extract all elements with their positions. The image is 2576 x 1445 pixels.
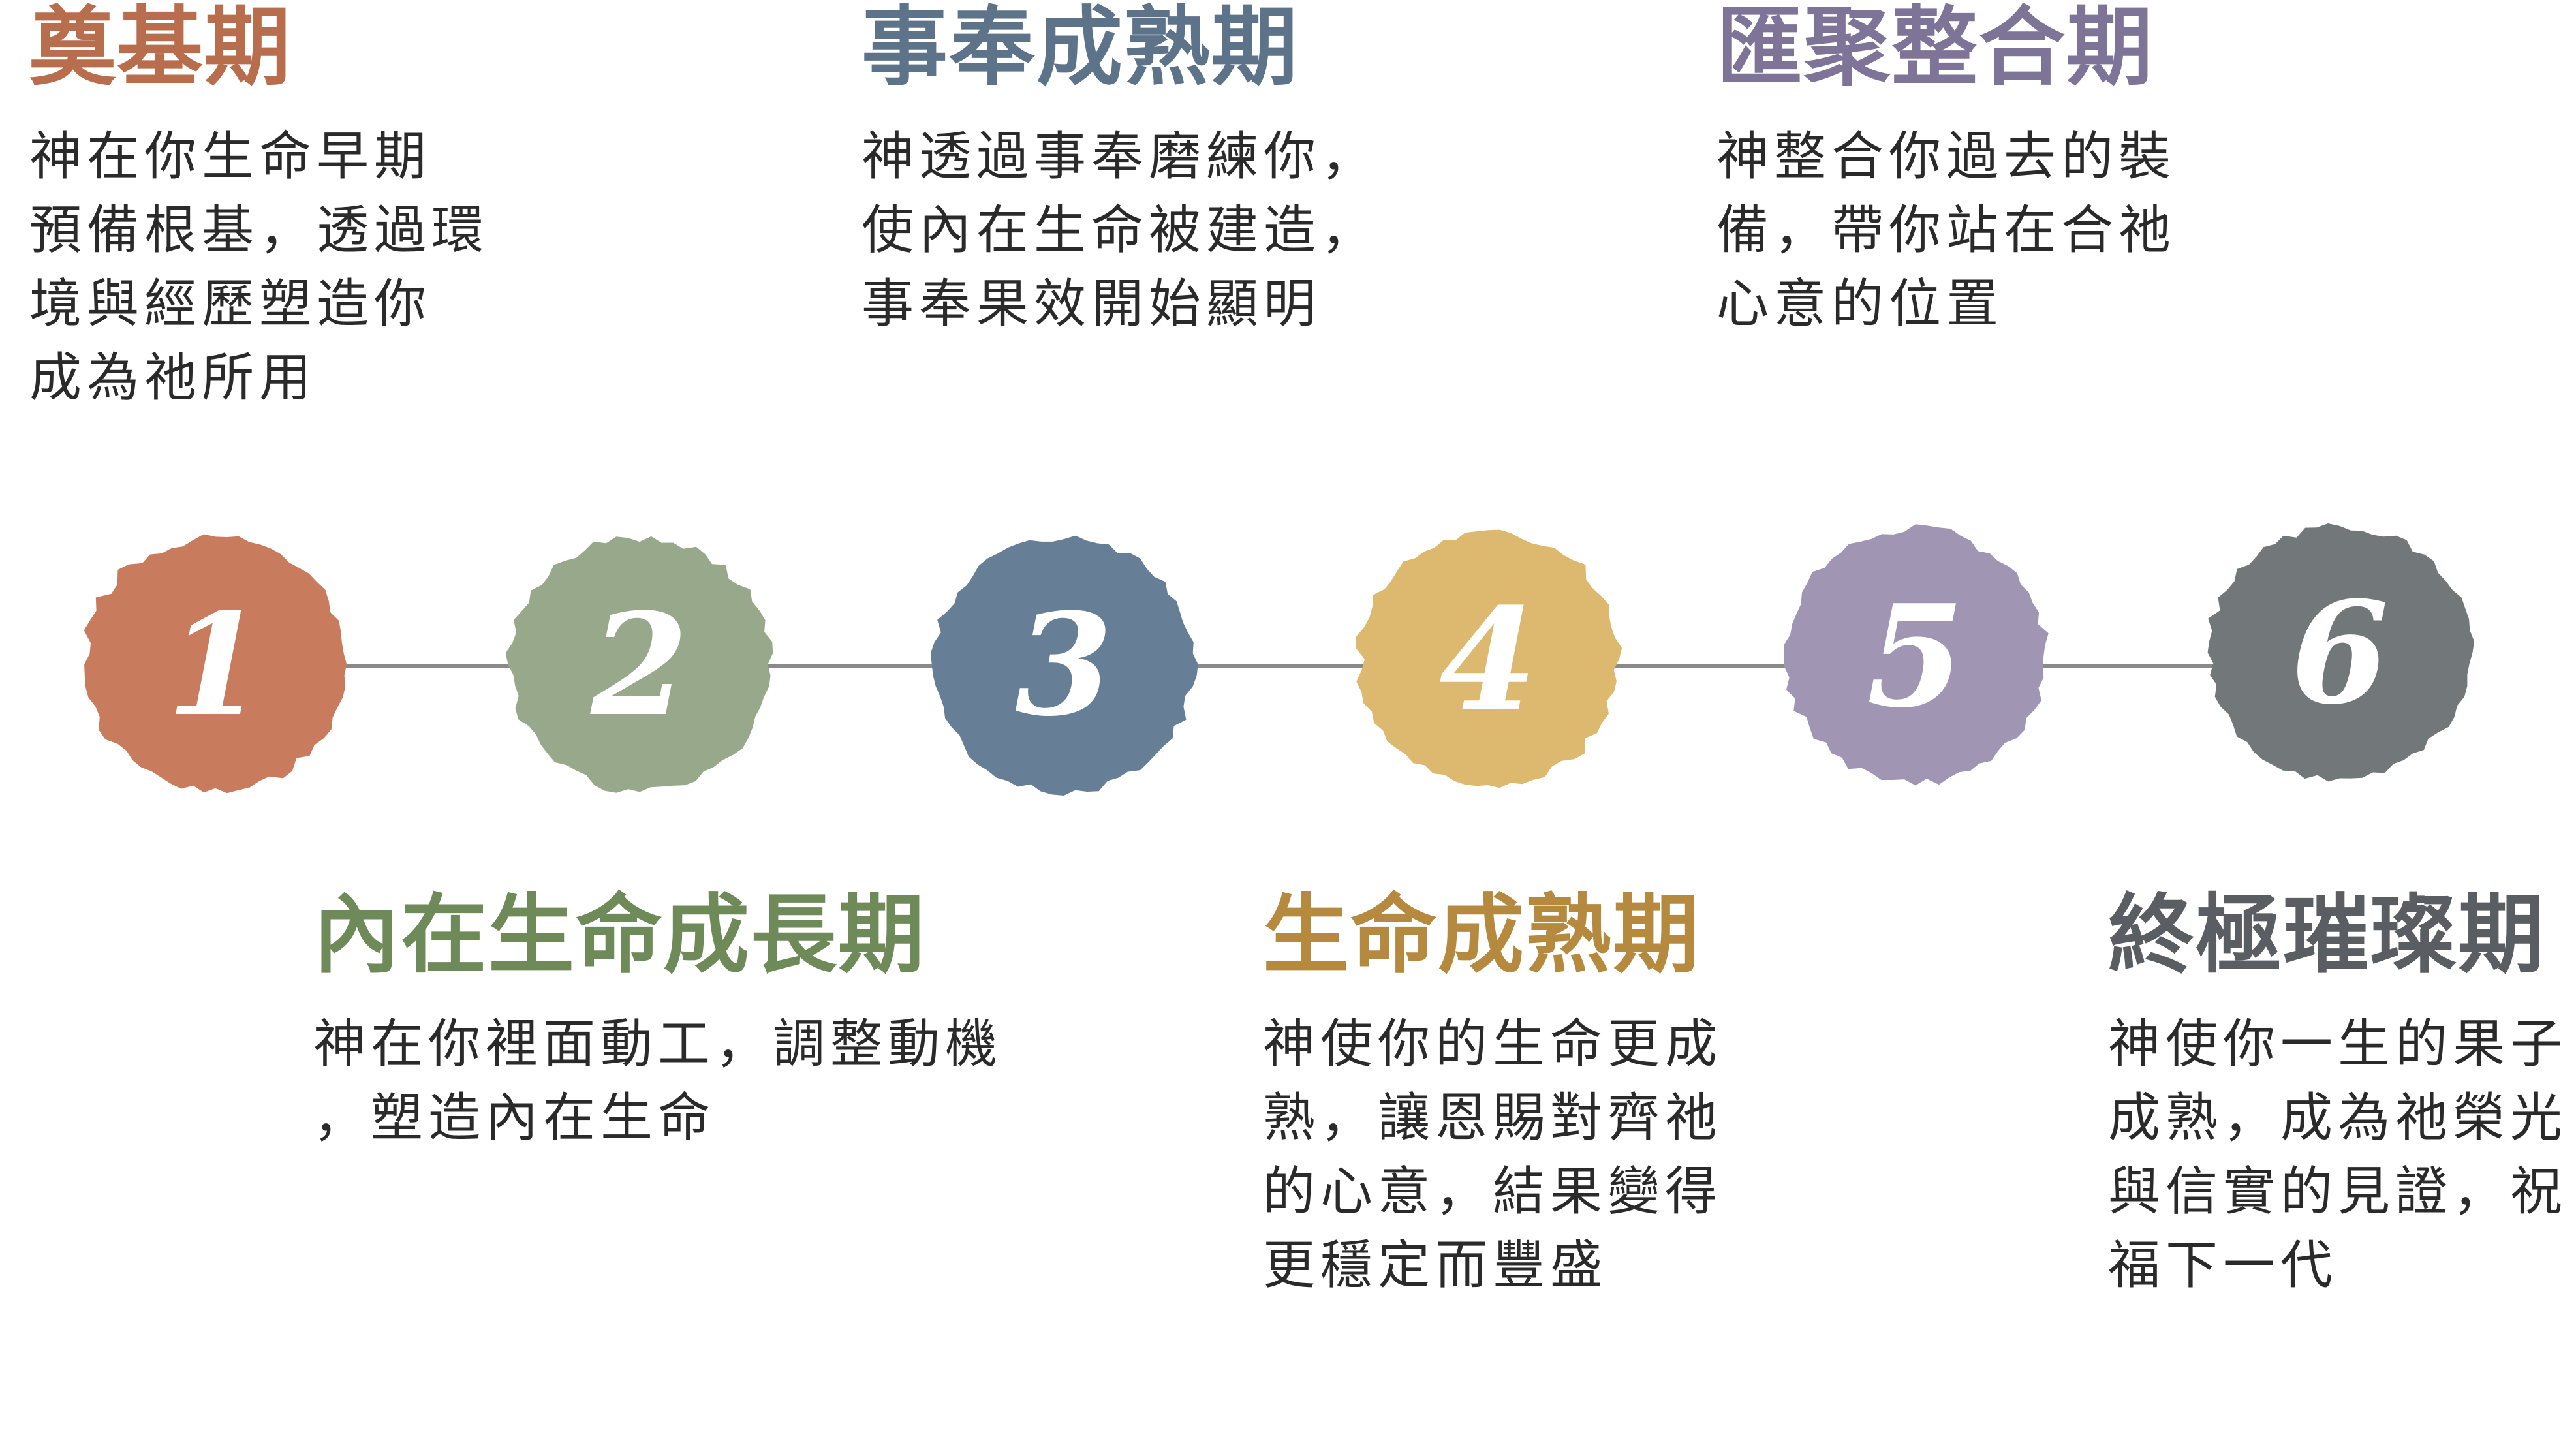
brush-circle-icon bbox=[2207, 523, 2475, 782]
stage-3-marker: 3 bbox=[917, 518, 1211, 811]
stage-description: 神整合你過去的裝備，帶你站在合祂心意的位置 bbox=[1716, 119, 2176, 341]
description-line: 更穩定而豐盛 bbox=[1263, 1235, 1607, 1296]
stage-2-marker: 2 bbox=[493, 518, 786, 811]
brush-circle-shape bbox=[1356, 529, 1622, 788]
brush-circle-shape bbox=[931, 535, 1198, 796]
description-line: ，塑造內在生命 bbox=[313, 1087, 715, 1149]
stage-number: 2 bbox=[591, 582, 689, 747]
brush-circle-shape bbox=[1784, 524, 2049, 786]
description-line: 神使你的生命更成 bbox=[1263, 1014, 1722, 1075]
description-line: 的心意，結果變得 bbox=[1263, 1161, 1722, 1222]
stage-number: 1 bbox=[166, 582, 264, 747]
description-line: 預備根基，透過環 bbox=[29, 200, 489, 261]
stage-number: 4 bbox=[1439, 576, 1537, 742]
brush-circle-shape bbox=[84, 534, 347, 794]
description-line: 事奉果效開始顯明 bbox=[861, 273, 1321, 335]
description-line: 使內在生命被建造， bbox=[861, 200, 1378, 261]
brush-circle-icon bbox=[1784, 524, 2049, 786]
stage-2-text: 內在生命成長期神在你裡面動工，調整動機，塑造內在生命 bbox=[313, 888, 1002, 1155]
stage-number: 3 bbox=[1015, 582, 1113, 747]
description-line: 福下一代 bbox=[2108, 1235, 2338, 1296]
stage-6-text: 終極璀璨期神使你一生的果子成熟，成為祂榮光與信實的見證，祝福下一代 bbox=[2108, 888, 2568, 1302]
description-line: 熟，讓恩賜對齊祂 bbox=[1263, 1087, 1722, 1149]
stage-description: 神透過事奉磨練你， 使內在生命被建造， 事奉果效開始顯明 bbox=[861, 119, 1378, 341]
stage-4-marker: 4 bbox=[1341, 512, 1635, 806]
stage-5-text: 匯聚整合期神整合你過去的裝備，帶你站在合祂心意的位置 bbox=[1716, 0, 2176, 341]
timeline-connector-line bbox=[215, 664, 2350, 668]
description-line: 神在你裡面動工，調整動機 bbox=[313, 1014, 1002, 1075]
stage-description: 神使你一生的果子成熟，成為祂榮光與信實的見證，祝福下一代 bbox=[2108, 1007, 2568, 1302]
stage-4-text: 生命成熟期神使你的生命更成熟，讓恩賜對齊祂的心意，結果變得更穩定而豐盛 bbox=[1263, 888, 1722, 1302]
description-line: 心意的位置 bbox=[1716, 273, 2004, 335]
stage-title: 終極璀璨期 bbox=[2108, 884, 2545, 986]
description-line: 神在你生命早期 bbox=[29, 126, 431, 187]
stage-5-marker: 5 bbox=[1769, 509, 2062, 803]
brush-circle-shape bbox=[2207, 523, 2475, 782]
description-line: 神使你一生的果子 bbox=[2108, 1014, 2568, 1075]
stage-1-marker: 1 bbox=[69, 518, 362, 811]
stage-1-text: 奠基期神在你生命早期預備根基，透過環境與經歷塑造你成為祂所用 bbox=[29, 0, 489, 414]
stage-number: 6 bbox=[2291, 570, 2389, 736]
description-line: 神透過事奉磨練你， bbox=[861, 126, 1378, 187]
brush-circle-icon bbox=[84, 534, 347, 794]
stage-title: 匯聚整合期 bbox=[1716, 0, 2154, 98]
stage-title: 奠基期 bbox=[29, 0, 292, 98]
description-line: 備，帶你站在合祂 bbox=[1716, 200, 2176, 261]
stage-title: 事奉成熟期 bbox=[861, 0, 1299, 98]
description-line: 成熟，成為祂榮光 bbox=[2108, 1087, 2568, 1149]
stage-description: 神在你裡面動工，調整動機 ，塑造內在生命 bbox=[313, 1007, 1002, 1155]
stage-description: 神使你的生命更成熟，讓恩賜對齊祂的心意，結果變得更穩定而豐盛 bbox=[1263, 1007, 1722, 1302]
brush-circle-icon bbox=[931, 535, 1198, 796]
stage-number: 5 bbox=[1867, 573, 1964, 739]
description-line: 境與經歷塑造你 bbox=[29, 273, 431, 335]
description-line: 神整合你過去的裝 bbox=[1716, 126, 2176, 187]
stage-description: 神在你生命早期預備根基，透過環境與經歷塑造你成為祂所用 bbox=[29, 119, 489, 414]
brush-circle-icon bbox=[505, 536, 773, 793]
description-line: 與信實的見證，祝 bbox=[2108, 1161, 2568, 1222]
stage-3-text: 事奉成熟期神透過事奉磨練你， 使內在生命被建造， 事奉果效開始顯明 bbox=[861, 0, 1378, 341]
stage-title: 內在生命成長期 bbox=[313, 884, 925, 986]
description-line: 成為祂所用 bbox=[29, 347, 317, 409]
brush-circle-shape bbox=[505, 536, 773, 793]
brush-circle-icon bbox=[1356, 529, 1622, 788]
stage-title: 生命成熟期 bbox=[1263, 884, 1700, 986]
stage-6-marker: 6 bbox=[2193, 506, 2487, 800]
